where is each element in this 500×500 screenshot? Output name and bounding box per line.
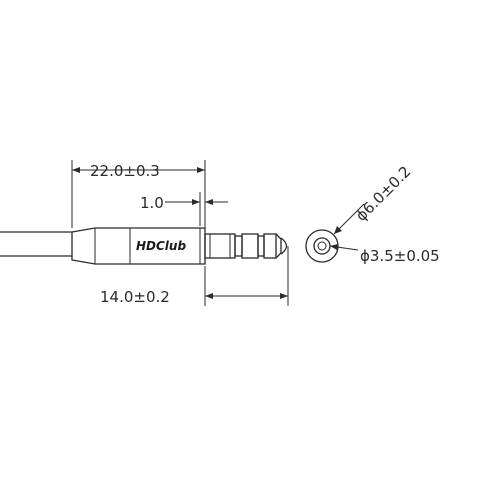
dimension-ring-gap bbox=[165, 192, 228, 226]
leader-plug-diameter bbox=[329, 244, 359, 251]
dimension-plug-length-label: 14.0±0.2 bbox=[100, 288, 170, 306]
dimension-ring-gap-label: 1.0 bbox=[140, 194, 164, 212]
brand-label: HDClub bbox=[136, 239, 186, 253]
plug-pin bbox=[204, 233, 288, 259]
plug-housing bbox=[71, 227, 206, 265]
dimension-plug-length bbox=[204, 246, 289, 306]
cable bbox=[0, 231, 72, 257]
leader-outer-diameter bbox=[333, 203, 365, 235]
dimension-outer-diameter-label: ϕ6.0±0.2 bbox=[352, 162, 414, 224]
dimension-total-length-label: 22.0±0.3 bbox=[90, 162, 160, 180]
dimension-plug-diameter-label: ϕ3.5±0.05 bbox=[360, 247, 440, 265]
